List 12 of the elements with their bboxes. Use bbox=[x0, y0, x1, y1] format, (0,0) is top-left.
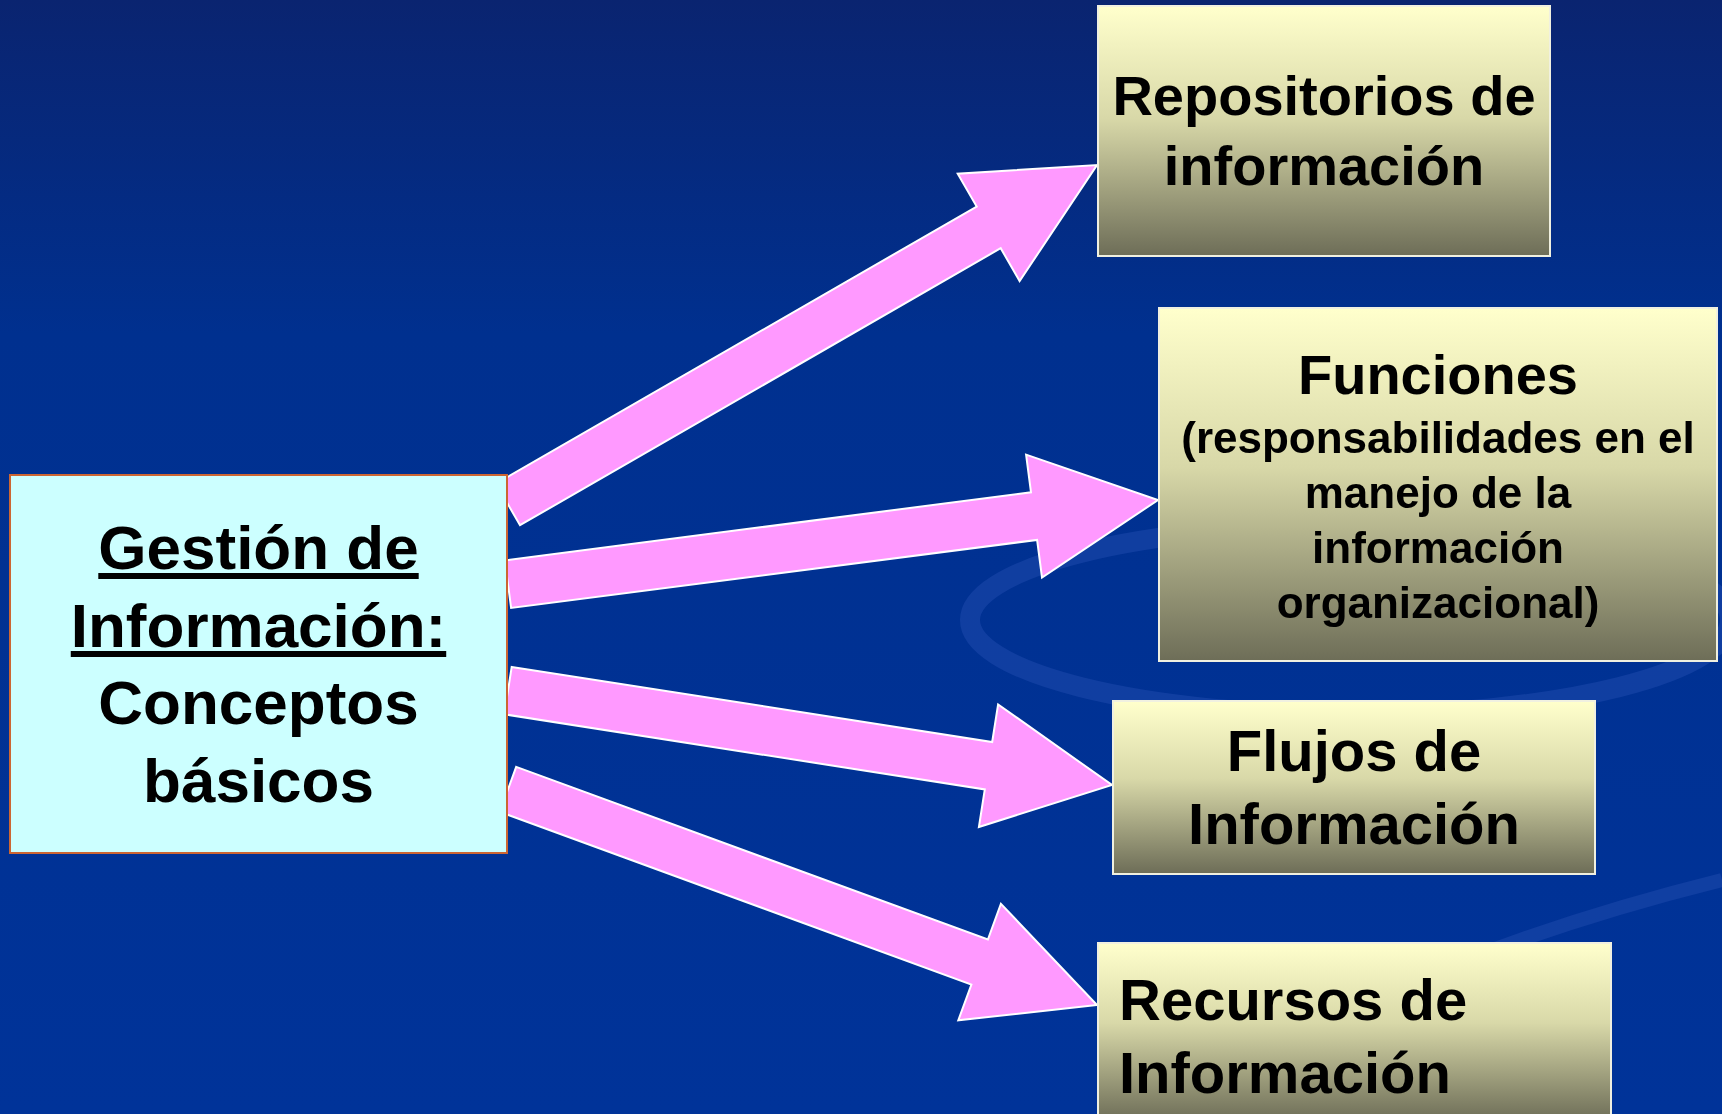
box-heading: Flujos de Información bbox=[1187, 717, 1521, 858]
box-heading: Funciones bbox=[1298, 341, 1578, 408]
concept-box bbox=[1112, 700, 1596, 875]
subtitle-text: Conceptos básicos bbox=[97, 667, 420, 817]
concept-box bbox=[1158, 307, 1718, 662]
concept-box bbox=[1097, 942, 1612, 1114]
box-heading: Repositorios de información bbox=[1111, 63, 1537, 199]
box-description: (responsabilidades en el manejo de la información organizacional) bbox=[1180, 411, 1696, 629]
heading-text: Gestión de Información: bbox=[69, 512, 448, 662]
title-box bbox=[9, 474, 508, 854]
box-heading: Recursos de Información bbox=[1119, 966, 1469, 1107]
concept-box bbox=[1097, 5, 1551, 257]
